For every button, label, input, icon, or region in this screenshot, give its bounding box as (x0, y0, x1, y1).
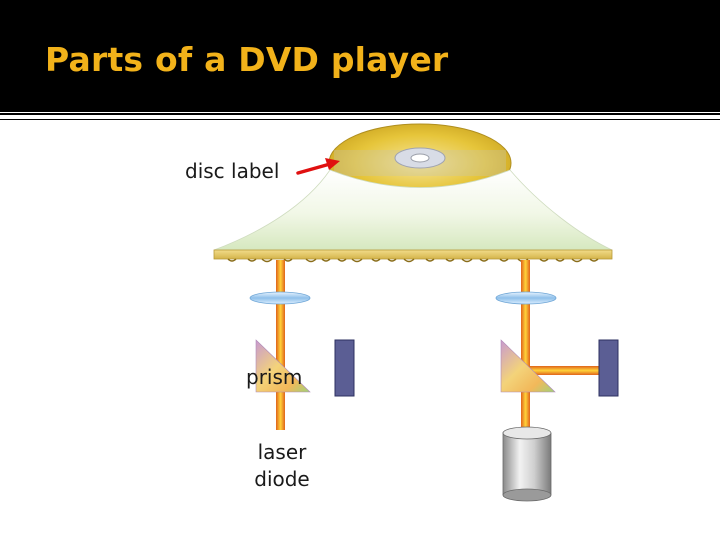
slide-title: Parts of a DVD player (45, 40, 449, 79)
left-photodetector (334, 339, 355, 397)
title-divider-thin (0, 119, 720, 120)
laser-label-line2: diode (254, 467, 310, 491)
disc-label-arrow (296, 158, 340, 175)
disc-reflection-cone (213, 169, 613, 251)
laser-diode-label: laser diode (248, 439, 316, 493)
left-lens (249, 291, 311, 305)
right-laser-diode (502, 426, 552, 502)
right-photodetector (598, 339, 619, 397)
disc-track-surface (213, 249, 613, 260)
right-laser-beam (521, 260, 530, 430)
left-laser-assembly (249, 260, 311, 430)
disc-label-text: disc label (185, 159, 280, 183)
left-prism (255, 339, 311, 393)
reflected-beam (526, 366, 608, 375)
left-laser-beam (276, 260, 285, 430)
right-laser-assembly (495, 260, 608, 430)
right-prism (500, 339, 556, 393)
title-divider (0, 113, 720, 115)
dvd-disc (328, 123, 512, 203)
title-bar (0, 0, 720, 112)
laser-label-line1: laser (257, 440, 307, 464)
prism-label: prism (246, 365, 303, 389)
right-lens (495, 291, 557, 305)
